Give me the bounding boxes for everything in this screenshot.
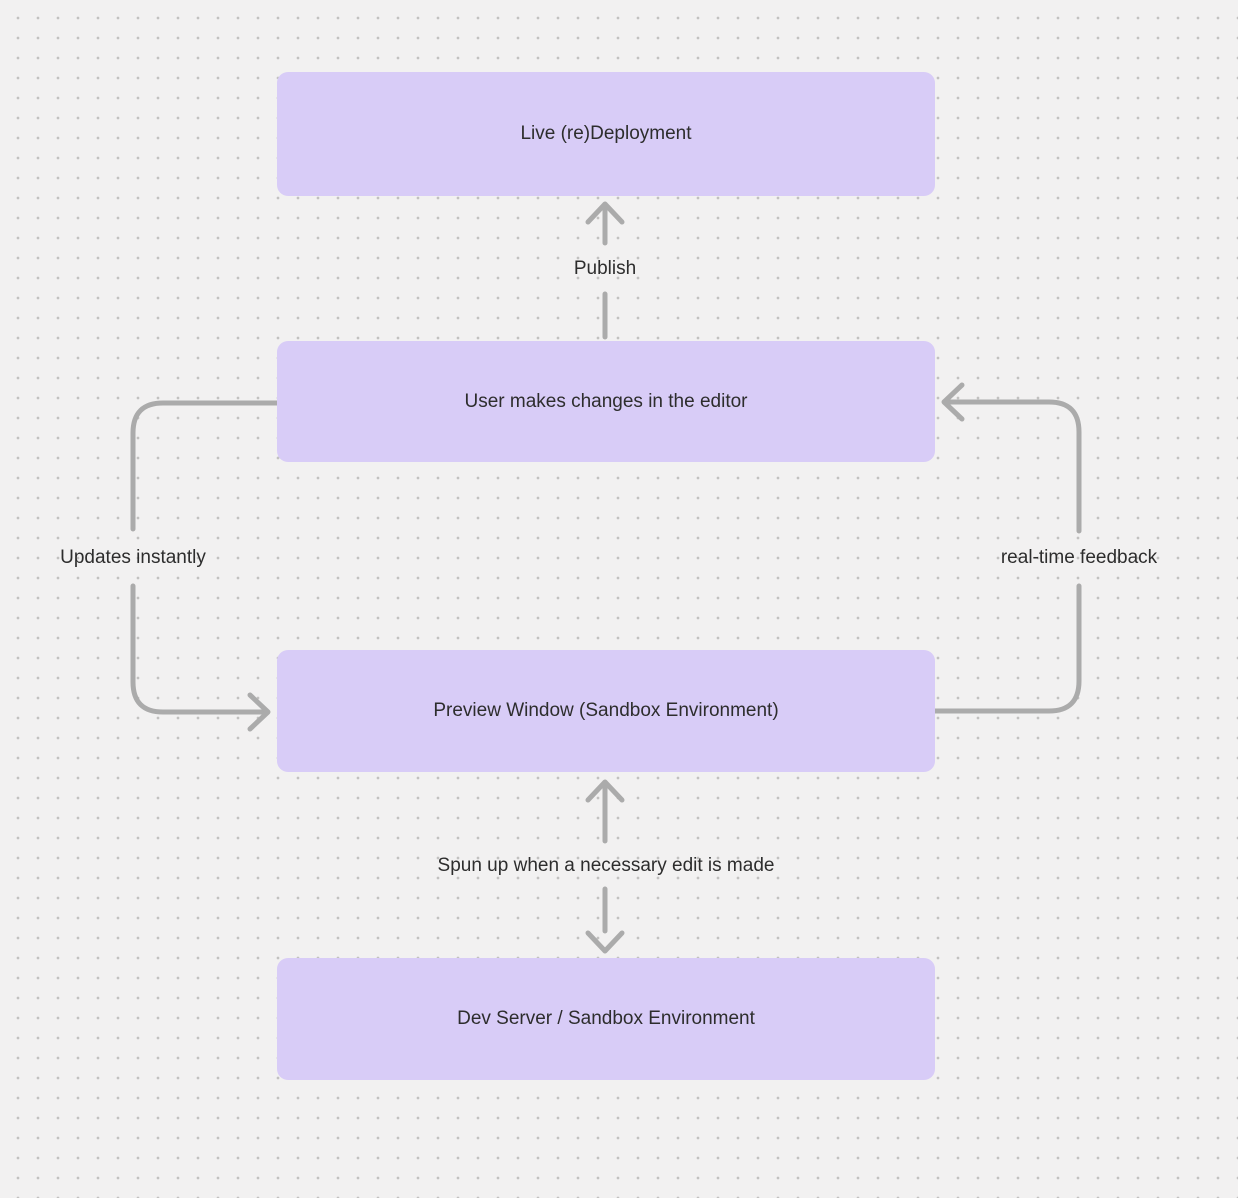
edge-label-spun-up: Spun up when a necessary edit is made <box>437 855 775 876</box>
real-time-feedback-arrow <box>932 382 1082 714</box>
node-user-editor[interactable]: User makes changes in the editor <box>277 341 935 462</box>
edge-label-updates-instantly: Updates instantly <box>60 547 206 568</box>
node-user-editor-label: User makes changes in the editor <box>464 390 748 412</box>
edge-label-real-time-feedback: real-time feedback <box>1000 547 1158 568</box>
node-preview-window[interactable]: Preview Window (Sandbox Environment) <box>277 650 935 772</box>
node-preview-window-label: Preview Window (Sandbox Environment) <box>433 700 779 721</box>
node-dev-server-label: Dev Server / Sandbox Environment <box>457 1008 755 1029</box>
node-dev-server[interactable]: Dev Server / Sandbox Environment <box>277 958 935 1080</box>
node-live-redeployment[interactable]: Live (re)Deployment <box>277 72 935 196</box>
spun-up-arrow <box>585 779 625 954</box>
edge-label-publish: Publish <box>573 258 637 279</box>
updates-instantly-arrow <box>130 400 280 732</box>
publish-arrow <box>585 201 625 340</box>
node-live-redeployment-label: Live (re)Deployment <box>520 123 692 144</box>
